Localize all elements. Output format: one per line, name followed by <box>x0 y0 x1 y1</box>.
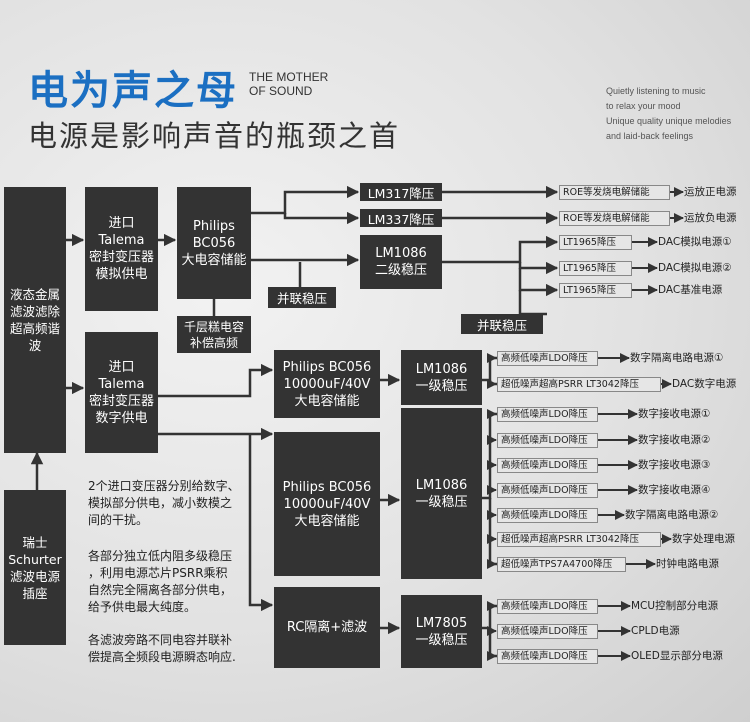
tagline-line: and laid-back feelings <box>606 131 694 141</box>
wire <box>283 211 360 225</box>
wire <box>518 290 547 316</box>
schurter-inlet-block: 瑞士 Schurter 滤波电源 插座 <box>4 490 66 645</box>
talema-digital-transformer: 进口 Talema 密封变压器 数字供电 <box>85 332 158 453</box>
wire <box>488 628 497 658</box>
regulator-tag: 超低噪声超高PSRR LT3042降压 <box>497 377 661 392</box>
note-multistage-regulation: 各部分独立低内阻多级稳压 ，利用电源芯片PSRR乘积 自然完全隔离各部分供电， … <box>88 549 233 614</box>
multilayer-capacitor-block: 千层糕电容 补偿高频 <box>177 316 251 353</box>
regulator-tag: 高频低噪声LDO降压 <box>497 483 598 498</box>
power-rail-output: OLED显示部分电源 <box>631 650 723 662</box>
philips-bc056-10000uf-1: Philips BC056 10000uF/40V 大电容储能 <box>274 350 380 418</box>
regulator-tag: LT1965降压 <box>559 283 632 298</box>
regulator-tag: 高频低噪声LDO降压 <box>497 624 598 639</box>
philips-bc056-block: Philips BC056 大电容储能 <box>177 187 251 299</box>
power-rail-output: DAC基准电源 <box>658 284 723 296</box>
regulator-tag: 高频低噪声LDO降压 <box>497 351 598 366</box>
power-rail-output: 运放正电源 <box>684 186 737 198</box>
regulator-tag: ROE等发烧电解储能 <box>559 185 670 200</box>
power-rail-output: DAC模拟电源② <box>658 262 732 274</box>
title-english-line-2: OF SOUND <box>249 84 313 98</box>
regulator-tag: 超低噪声TPS7A4700降压 <box>497 557 626 572</box>
tagline: Quietly listening to music to relax your… <box>606 84 731 144</box>
tagline-line: Quietly listening to music <box>606 86 706 96</box>
regulator-tag: LT1965降压 <box>559 235 632 250</box>
parallel-regulation-label: 并联稳压 <box>461 314 543 334</box>
lm337-block: LM337降压 <box>360 209 442 227</box>
wire <box>518 268 559 297</box>
power-rail-output: 时钟电路电源 <box>656 558 719 570</box>
lm7805-first-stage: LM7805 一级稳压 <box>401 595 482 668</box>
power-rail-output: DAC模拟电源① <box>658 236 732 248</box>
regulator-tag: 高频低噪声LDO降压 <box>497 649 598 664</box>
rc-filter-block: RC隔离+滤波 <box>274 587 380 668</box>
talema-analog-transformer: 进口 Talema 密封变压器 模拟供电 <box>85 187 158 311</box>
wire <box>518 261 559 275</box>
power-rail-output: 运放负电源 <box>684 212 737 224</box>
power-rail-output: 数字隔离电路电源① <box>630 352 724 364</box>
liquid-metal-filter-block: 液态金属 滤波滤除 超高频谐 波 <box>4 187 66 453</box>
tagline-line: Unique quality unique melodies <box>606 116 732 126</box>
wire <box>248 434 274 612</box>
power-rail-output: 数字处理电源 <box>672 533 735 545</box>
regulator-tag: 高频低噪声LDO降压 <box>497 599 598 614</box>
lm1086-first-stage-a: LM1086 一级稳压 <box>401 350 482 405</box>
wire <box>482 604 497 630</box>
regulator-tag: ROE等发烧电解储能 <box>559 211 670 226</box>
note-bypass-capacitors: 各滤波旁路不同电容并联补 偿提高全频段电源瞬态响应. <box>88 633 236 664</box>
power-rail-output: DAC数字电源 <box>672 378 737 390</box>
regulator-tag: 高频低噪声LDO降压 <box>497 508 598 523</box>
lm317-block: LM317降压 <box>360 183 442 201</box>
regulator-tag: 高频低噪声LDO降压 <box>497 407 598 422</box>
title-english: THE MOTHER OF SOUND <box>249 70 328 98</box>
page-subtitle: 电源是影响声音的瓶颈之首 <box>28 119 401 153</box>
parallel-regulation-label: 并联稳压 <box>268 287 336 308</box>
regulator-tag: 超低噪声超高PSRR LT3042降压 <box>497 532 661 547</box>
philips-bc056-10000uf-2: Philips BC056 10000uF/40V 大电容储能 <box>274 432 380 576</box>
power-rail-output: 数字接收电源① <box>638 408 711 420</box>
power-rail-output: 数字隔离电路电源② <box>625 509 719 521</box>
wire <box>251 185 360 215</box>
regulator-tag: 高频低噪声LDO降压 <box>497 458 598 473</box>
wire <box>482 356 497 382</box>
wire <box>488 498 497 566</box>
tagline-line: to relax your mood <box>606 101 681 111</box>
regulator-tag: LT1965降压 <box>559 261 632 276</box>
wire <box>482 412 497 500</box>
title-english-line-1: THE MOTHER <box>249 70 329 84</box>
power-rail-output: 数字接收电源③ <box>638 459 711 471</box>
wire <box>442 235 559 264</box>
page-title: 电为声之母 <box>28 68 238 114</box>
power-rail-output: MCU控制部分电源 <box>631 600 719 612</box>
wire <box>158 363 274 398</box>
lm1086-first-stage-b: LM1086 一级稳压 <box>401 408 482 579</box>
power-rail-output: CPLD电源 <box>631 625 680 637</box>
power-rail-output: 数字接收电源② <box>638 434 711 446</box>
lm1086-second-stage: LM1086 二级稳压 <box>360 235 442 289</box>
regulator-tag: 高频低噪声LDO降压 <box>497 433 598 448</box>
power-rail-output: 数字接收电源④ <box>638 484 711 496</box>
note-dual-transformer: 2个进口变压器分别给数字、 模拟部分供电，减小数模之 间的干扰。 <box>88 479 240 527</box>
